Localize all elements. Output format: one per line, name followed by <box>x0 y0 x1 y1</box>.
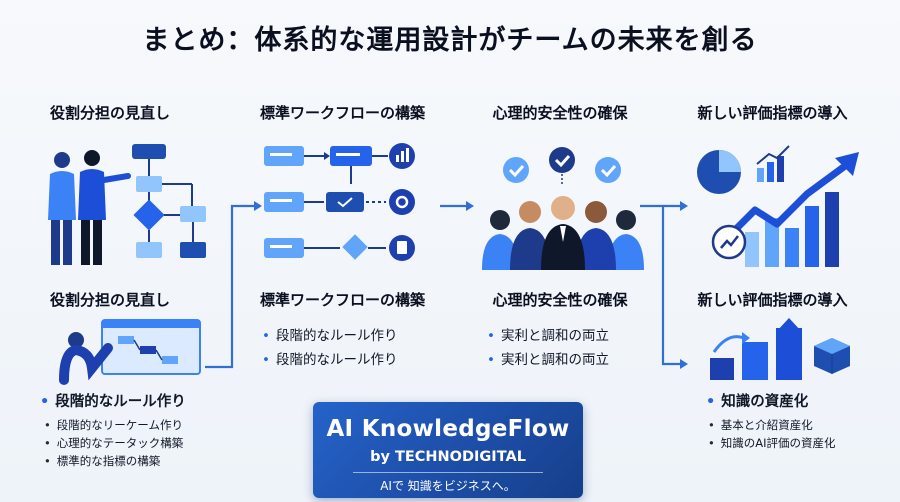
col1-sub-bullet-2: 心理的なテータック構築 <box>44 434 184 452</box>
presenter-board-icon <box>59 319 201 385</box>
col1-bullets: 段階的なルール作り <box>40 390 186 414</box>
col1-sub-bullet-3: 標準的な指標の構築 <box>44 452 183 470</box>
col4-main-bullet: 知識の資産化 <box>706 390 808 414</box>
col4-sub-bullets: 基本と介紹資産化 知識のAI評価の資産化 <box>708 416 836 452</box>
col3-heading-top: 心理的安全性の確保 <box>492 104 628 122</box>
team-checkmarks-icon <box>482 147 644 270</box>
asset-blocks-icon <box>710 318 850 380</box>
col2-heading-bottom: 標準ワークフローの構築 <box>259 291 425 309</box>
col1-sub-bullets: 段階的なリーケーム作り 心理的なテータック構築 標準的な指標の構築 <box>44 416 184 470</box>
col3-heading-bottom: 心理的安全性の確保 <box>492 291 628 309</box>
page-title: まとめ：体系的な運用設計がチームの未来を創る <box>142 25 758 56</box>
col1-sub-bullet-1: 段階的なリーケーム作り <box>44 416 183 434</box>
col1-main-bullet: 段階的なルール作り <box>40 390 186 414</box>
brand-name: AI KnowledgeFlow <box>326 416 570 442</box>
col4-heading-top: 新しい評価指標の導入 <box>697 104 848 122</box>
col4-bullets: 知識の資産化 <box>706 390 808 414</box>
col1-heading-top: 役割分担の見直し <box>49 104 170 122</box>
col2-heading-top: 標準ワークフローの構築 <box>259 104 425 122</box>
col2-bullet-1: 段階的なルール作り <box>262 324 398 348</box>
col1-heading-bottom: 役割分担の見直し <box>49 291 170 309</box>
brand-tagline: AIで 知識をビジネスへ。 <box>380 479 516 493</box>
col3-bullets: 実利と調和の両立 実利と調和の両立 <box>487 324 609 372</box>
flowchart-people-icon <box>48 144 206 265</box>
col3-bullet-2: 実利と調和の両立 <box>487 348 609 372</box>
col2-bullets: 段階的なルール作り 段階的なルール作り <box>262 324 398 372</box>
workflow-icon <box>264 143 415 261</box>
col3-bullet-1: 実利と調和の両立 <box>487 324 609 348</box>
col4-heading-bottom: 新しい評価指標の導入 <box>697 291 848 309</box>
growth-chart-icon <box>697 145 859 267</box>
col4-sub-bullet-2: 知識のAI評価の資産化 <box>708 434 836 452</box>
brand-box: AI KnowledgeFlow by TECHNODIGITAL AIで 知識… <box>313 402 583 498</box>
col2-bullet-2: 段階的なルール作り <box>262 348 398 372</box>
brand-divider <box>353 472 543 473</box>
brand-by: by TECHNODIGITAL <box>370 449 526 465</box>
col4-sub-bullet-1: 基本と介紹資産化 <box>708 416 836 434</box>
